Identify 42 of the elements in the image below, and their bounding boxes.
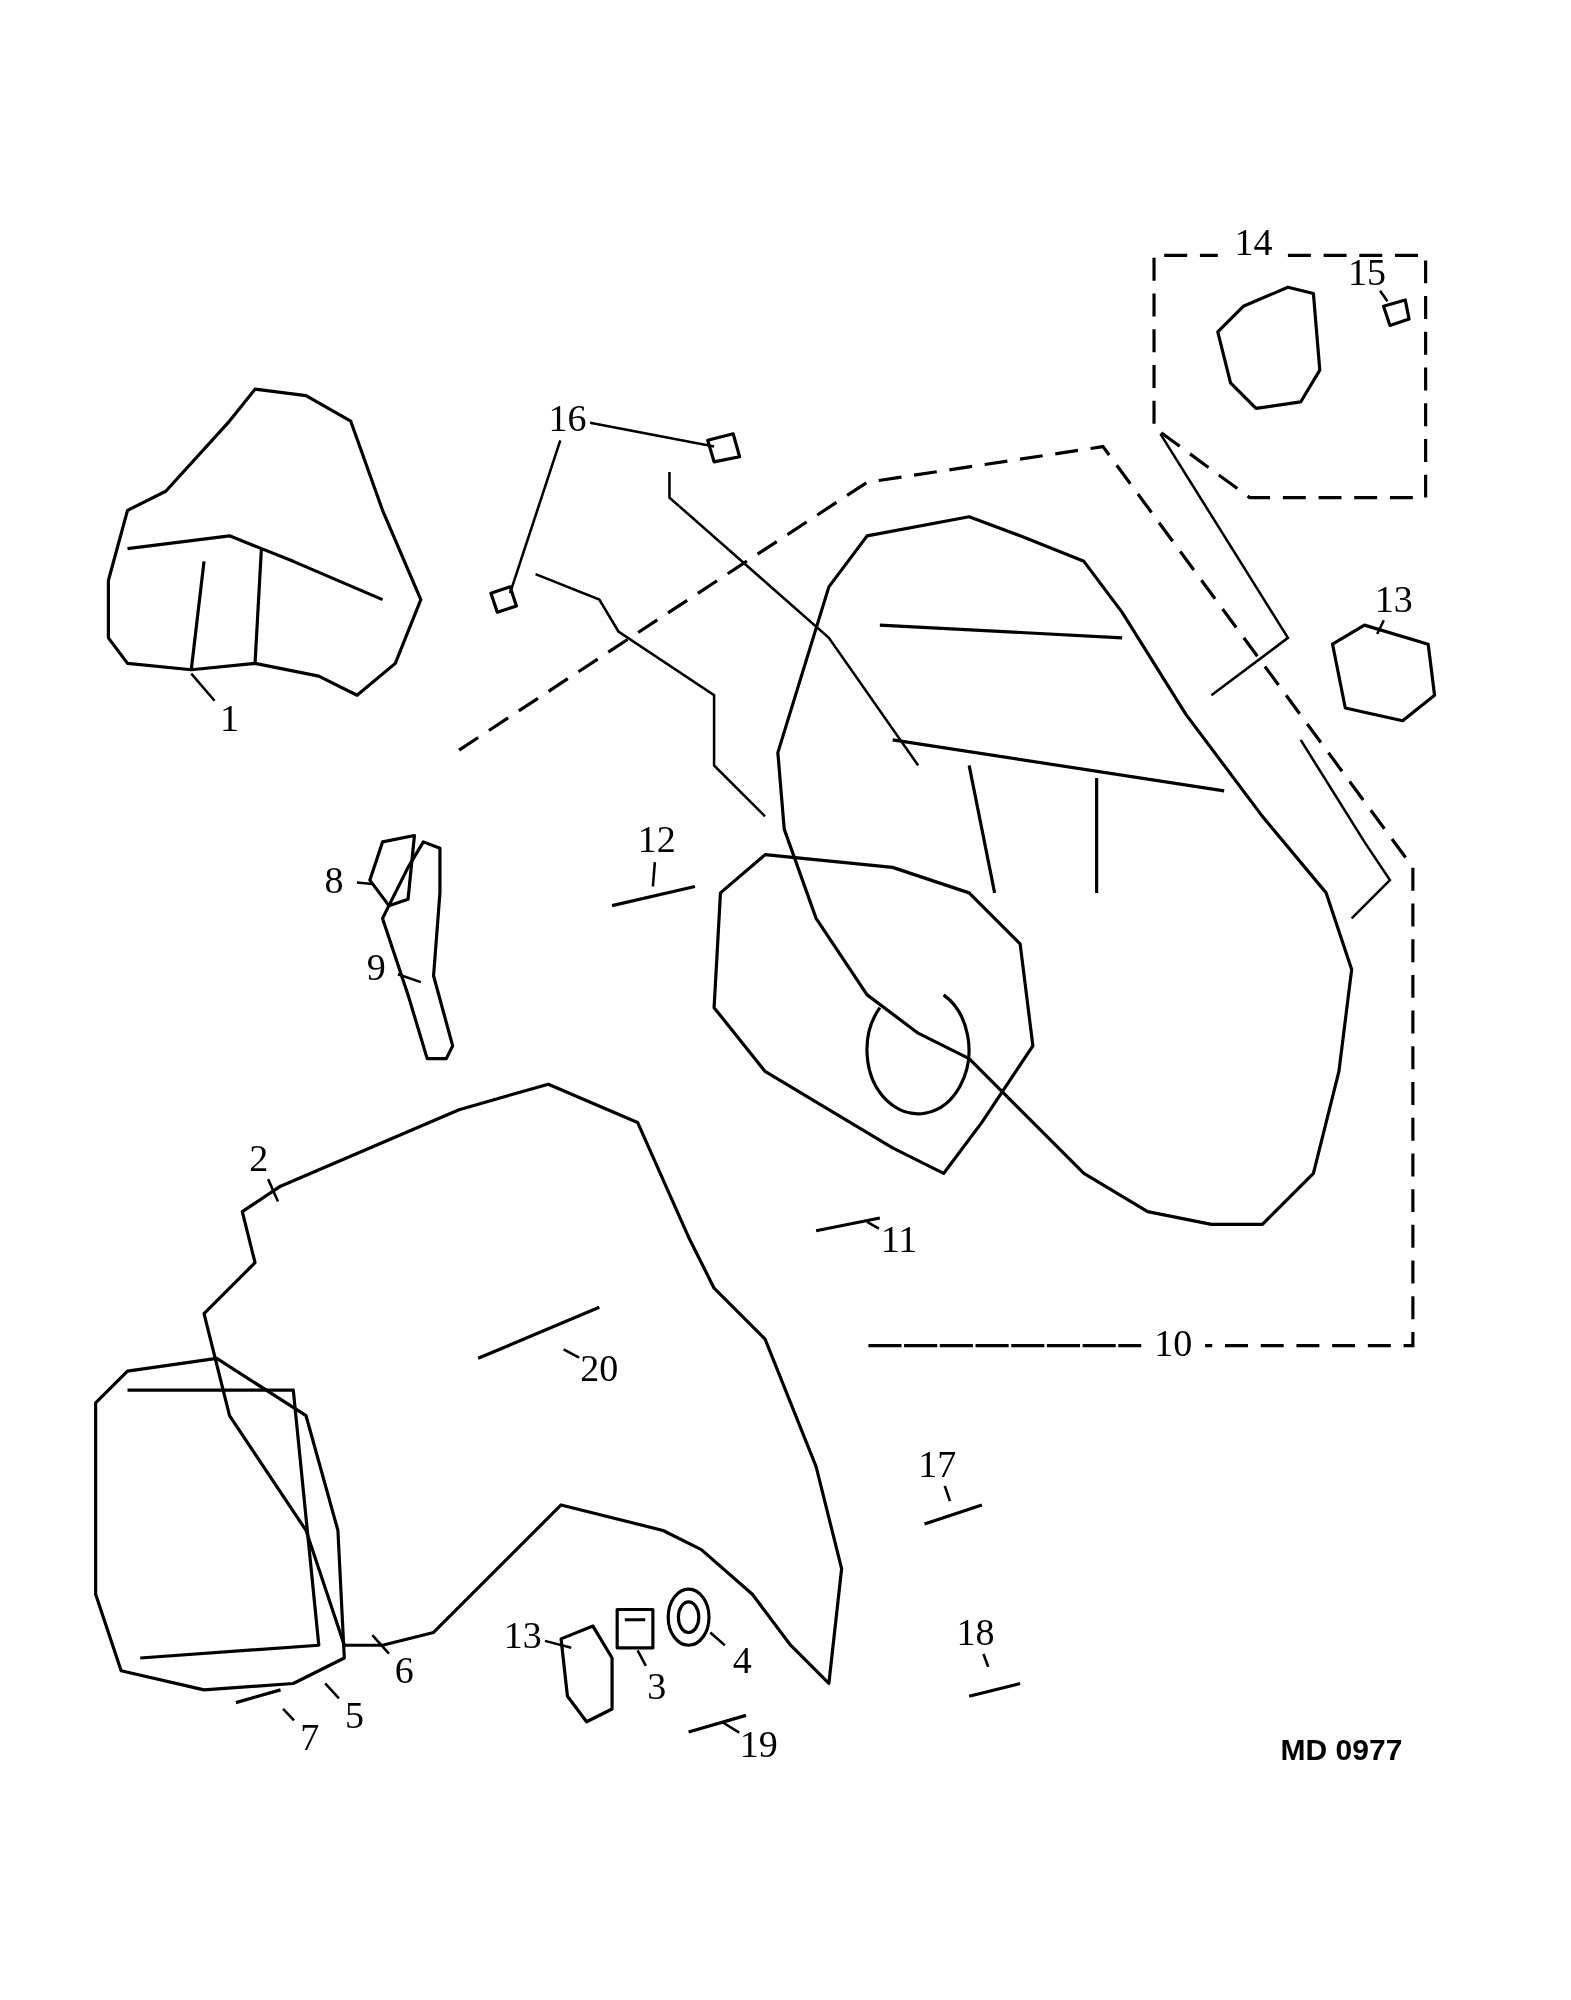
leader-line xyxy=(266,1178,280,1202)
leader-line xyxy=(866,1220,880,1230)
leader-line xyxy=(371,1634,390,1655)
callout-number: 19 xyxy=(739,1724,778,1765)
leader-line xyxy=(651,862,657,887)
callout-number: 2 xyxy=(249,1137,269,1178)
callout-number: 9 xyxy=(366,946,386,987)
drawing-number: MD 0977 xyxy=(1280,1731,1403,1768)
callout-number: 13 xyxy=(1374,579,1413,620)
leader-line xyxy=(508,439,562,594)
callout-number: 6 xyxy=(394,1650,414,1691)
leader-line xyxy=(589,421,715,448)
leader-line xyxy=(356,881,373,886)
leader-line xyxy=(544,1639,572,1649)
leader-line xyxy=(721,1720,740,1734)
callout-number: 18 xyxy=(956,1612,995,1653)
callout-number: 16 xyxy=(548,398,587,439)
callout-number: 14 xyxy=(1234,222,1273,263)
callout-number: 15 xyxy=(1347,251,1386,292)
callout-number: 1 xyxy=(220,697,239,738)
leader-line xyxy=(636,1649,647,1667)
callout-number: 20 xyxy=(580,1348,619,1389)
callout-number: 11 xyxy=(880,1219,918,1260)
callout-number: 17 xyxy=(918,1443,957,1484)
callout-number: 10 xyxy=(1154,1322,1193,1363)
callout-number: 7 xyxy=(300,1716,320,1757)
leader-line xyxy=(1376,619,1385,635)
leader-line xyxy=(282,1708,295,1722)
callout-number: 8 xyxy=(324,859,344,900)
callout-number: 5 xyxy=(345,1695,364,1736)
callout-number: 13 xyxy=(503,1614,542,1655)
callout-number: 12 xyxy=(637,819,676,860)
leader-line xyxy=(1379,290,1389,302)
callout-number: 3 xyxy=(647,1665,667,1706)
leader-line xyxy=(982,1653,990,1668)
callout-number: 4 xyxy=(732,1640,752,1681)
leader-line xyxy=(943,1485,952,1502)
leader-line xyxy=(709,1631,726,1647)
leader-line xyxy=(563,1348,580,1359)
leader-line xyxy=(397,973,422,984)
leader-line xyxy=(324,1682,340,1700)
leader-line xyxy=(190,672,216,702)
